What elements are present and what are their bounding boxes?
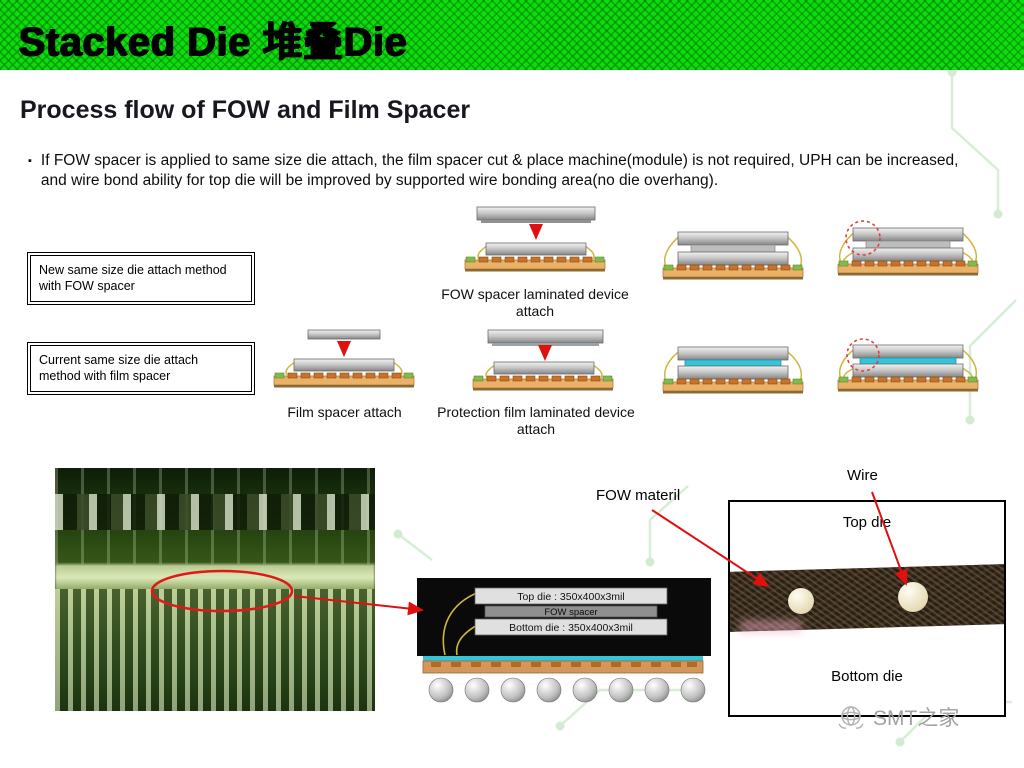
slide-title: Stacked Die 堆叠Die [18,20,407,64]
pcb-solder-band [55,564,375,591]
diagram-protection-film-attach [472,329,614,391]
watermark-text: SMT之家 [873,707,960,730]
pcb-ribbon-traces [55,589,375,711]
pcb-chip-row [55,494,375,530]
diagram-film-stacked [662,346,804,394]
wire-bond-highlight-circle [846,338,880,372]
photo-pink-smudge [740,620,802,633]
solder-balls [428,677,706,703]
title-banner: Stacked Die 堆叠Die [0,0,1024,70]
wire-bond-highlight-circle [845,220,881,256]
diagram-fow-stacked [662,231,804,280]
section-heading: Process flow of FOW and Film Spacer [20,96,471,124]
cross-section-bottom-die-label: Bottom die : 350x400x3mil [509,622,633,634]
pcb-microscope-photo [55,468,375,711]
method-box-new: New same size die attach method with FOW… [27,252,255,305]
diagram-fow-stacked-bonded [837,220,979,276]
fow-material-annotation: FOW materil [596,487,681,504]
cross-section-top-die-label: Top die : 350x400x3mil [517,591,624,603]
bullet-marker: ▪ [28,155,32,167]
cross-section-fow-spacer-label: FOW spacer [544,607,597,618]
watermark: SMT之家 [836,702,959,732]
caption-film-spacer: Film spacer attach [287,404,402,420]
photo-bottom-die-label: Bottom die [831,668,903,685]
package-cross-section-diagram: Top die : 350x400x3mil FOW spacer Bottom… [417,578,711,703]
bullet-paragraph: ▪ If FOW spacer is applied to same size … [28,151,986,192]
wire-annotation: Wire [847,467,878,484]
die-cross-section-photo: Top die Bottom die [728,500,1006,717]
photo-top-die-label: Top die [842,514,892,531]
caption-fow-laminated: FOW spacer laminated device attach [441,286,629,319]
caption-protection-film: Protection film laminated device attach [437,404,635,437]
globe-icon [838,705,864,729]
diagram-fow-laminated-attach [464,206,606,272]
diagram-film-spacer-attach [273,329,415,388]
diagram-film-stacked-bonded [837,338,979,392]
bullet-text: If FOW spacer is applied to same size di… [40,152,959,190]
method-box-current: Current same size die attach method with… [27,342,255,395]
wire-bond-ball-right [898,582,928,612]
wire-bond-ball-left [788,588,814,614]
